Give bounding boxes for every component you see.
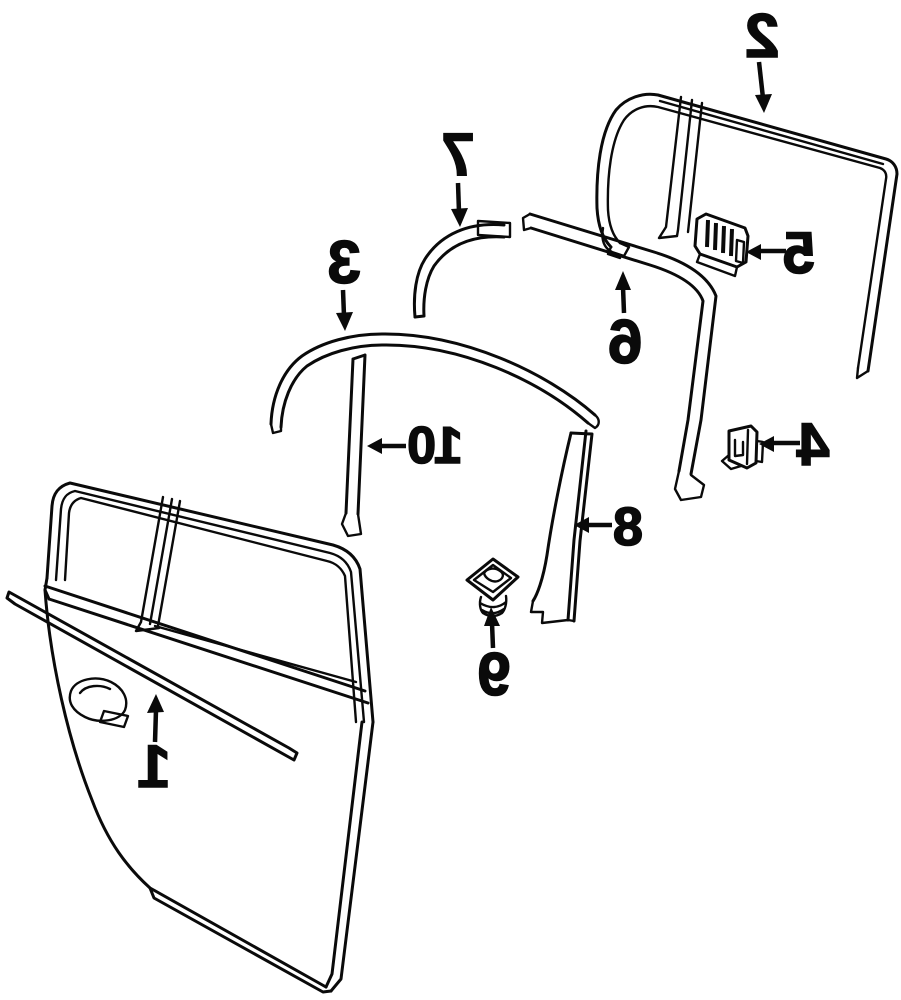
part-2-top-mid-line	[658, 99, 885, 166]
door-window-frame-inner	[63, 496, 358, 724]
part-7-curved-filler-strip	[412, 219, 512, 319]
part-6-outer-line	[528, 212, 718, 476]
door-handle-inner-line	[78, 684, 112, 695]
part-8-bottom-notch	[529, 599, 576, 625]
callout-5-arrowhead	[746, 244, 761, 260]
callout-9-arrowhead	[484, 607, 500, 626]
door-rear-edge	[324, 720, 375, 993]
callout-10: 10	[367, 416, 464, 476]
part-4-details	[720, 428, 765, 471]
part-7-end-tab	[476, 219, 512, 239]
door-window-frame-outer	[45, 481, 375, 724]
part-10-outline	[344, 353, 367, 516]
callout-9-arrow	[489, 622, 496, 649]
door-handle-recess	[68, 677, 128, 722]
part-9-hole	[482, 567, 505, 583]
callout-3-label: 3	[329, 229, 361, 296]
part-8-left-line	[531, 431, 573, 603]
callout-6-label: 6	[609, 308, 642, 377]
callout-7-arrow	[455, 182, 462, 213]
callout-8-arrowhead	[574, 517, 589, 533]
part-7-upper-line	[412, 223, 506, 319]
callout-9-label: 9	[479, 641, 511, 708]
part-3-upper-line	[269, 332, 597, 426]
callout-4-arrowhead	[759, 436, 774, 452]
callout-4: 4	[759, 410, 830, 479]
callout-1-label: 1	[139, 733, 171, 800]
callout-7-label: 7	[443, 121, 474, 188]
part-2-inner	[606, 105, 888, 370]
callout-10-label: 10	[409, 417, 463, 475]
part-7-lower-line	[413, 235, 506, 319]
part-5-slot	[695, 238, 746, 278]
callout-4-label: 4	[796, 411, 830, 478]
callout-8-label: 8	[614, 497, 643, 557]
callout-1: 1	[138, 694, 171, 801]
callout-2-label: 2	[747, 2, 779, 71]
part-4-small-clip	[720, 424, 765, 471]
door-window-frame-mid	[54, 489, 366, 724]
part-3-upper-trim-arc	[269, 332, 600, 435]
part-10-channel-strip	[340, 353, 367, 538]
part-6-guide-channel	[521, 212, 718, 502]
callout-2: 2	[746, 1, 780, 113]
callout-10-arrowhead	[367, 438, 382, 454]
part-1-outline	[5, 590, 299, 762]
callout-6: 6	[608, 271, 643, 378]
part-5-ribbed-clip	[693, 212, 750, 278]
callout-6-arrowhead	[615, 271, 631, 290]
part-2-outer	[595, 92, 899, 373]
callout-7: 7	[443, 120, 475, 227]
callout-5-label: 5	[784, 221, 815, 286]
callout-3-arrowhead	[336, 312, 353, 331]
part-4-outline	[727, 424, 759, 470]
part-6-inner-line	[529, 226, 705, 473]
part-3-right-cap	[586, 413, 600, 430]
part-9-neck	[478, 594, 508, 618]
part-8-lower-channel	[529, 429, 594, 625]
part-9-flange-outer	[465, 557, 520, 602]
door-handle-flap	[98, 709, 130, 729]
part-1-belt-molding-strip	[5, 590, 299, 762]
callout-2-arrowhead	[755, 94, 772, 113]
part-2-division-bar	[657, 95, 704, 240]
part-2-window-guide-frame	[595, 92, 899, 380]
part-8-right-lines	[566, 429, 594, 623]
part-6-left-tip	[521, 212, 533, 232]
part-2-right-leg-end	[855, 366, 870, 380]
callout-1-arrowhead	[147, 694, 164, 713]
callout-1-arrow	[152, 709, 159, 743]
door-division-bar	[134, 495, 182, 633]
part-5-ribs	[705, 219, 734, 257]
callout-6-arrow	[620, 286, 627, 314]
door-front-edge	[43, 588, 152, 890]
part-5-outline	[693, 212, 750, 269]
callout-3: 3	[328, 228, 361, 331]
door-bottom-edge	[148, 886, 333, 994]
callout-2-arrow	[756, 61, 766, 99]
callout-5: 5	[746, 220, 816, 287]
part-9-grommet	[465, 557, 520, 618]
callout-8: 8	[574, 496, 644, 558]
callout-7-arrowhead	[451, 208, 468, 227]
part-10-foot	[340, 511, 363, 538]
callout-3-arrow	[340, 289, 347, 317]
part-3-lower-line	[279, 343, 590, 429]
part-6-foot	[673, 469, 706, 502]
rear-door-panel	[43, 481, 375, 994]
callout-9: 9	[478, 607, 511, 709]
part-3-left-cap	[269, 422, 283, 435]
